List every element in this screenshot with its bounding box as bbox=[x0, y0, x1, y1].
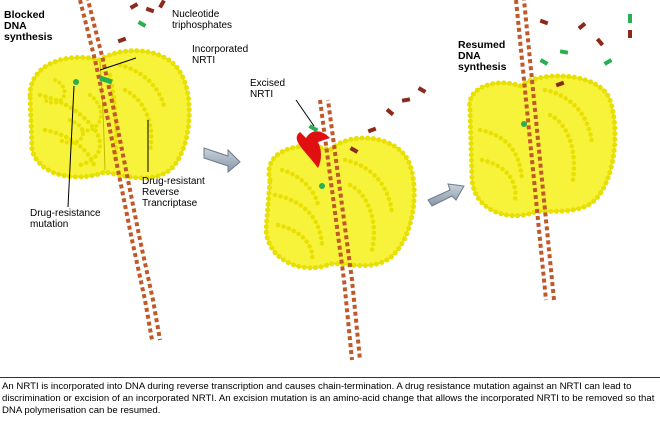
nucleotides-right bbox=[539, 14, 632, 88]
caption-text: An NRTI is incorporated into DNA during … bbox=[2, 381, 655, 416]
enzyme-blocked bbox=[27, 48, 192, 181]
incorporated-pointer bbox=[99, 57, 137, 71]
mutation-dot-2 bbox=[319, 183, 325, 189]
excised-pointer bbox=[295, 99, 315, 127]
excision-arrow bbox=[296, 131, 330, 168]
step-arrow-1 bbox=[203, 147, 241, 174]
caption-box: An NRTI is incorporated into DNA during … bbox=[0, 377, 660, 421]
mutation-dot-3 bbox=[521, 121, 527, 127]
label-drug-rt: Drug-resistant Reverse Trancriptase bbox=[142, 176, 205, 209]
label-resumed: Resumed DNA synthesis bbox=[458, 39, 507, 73]
label-mutation: Drug-resistance mutation bbox=[30, 208, 101, 230]
dna-strand-1 bbox=[78, 0, 162, 341]
mutation-pointer bbox=[67, 85, 75, 208]
enzyme-resumed bbox=[467, 73, 618, 219]
label-incorporated: Incorporated NRTI bbox=[192, 44, 249, 66]
diagram-canvas bbox=[27, 0, 632, 361]
nucleotide-triphosphates bbox=[117, 0, 166, 44]
label-nucleotide: Nucleotide triphosphates bbox=[172, 9, 233, 31]
label-excised: Excised NRTI bbox=[250, 78, 286, 100]
dna-strand-2 bbox=[318, 99, 362, 361]
mutation-dot-1 bbox=[73, 79, 79, 85]
excised-nrti-mark bbox=[308, 124, 319, 133]
step-arrow-2 bbox=[427, 183, 465, 207]
dna-strand-3 bbox=[514, 0, 556, 301]
label-blocked: Blocked DNA synthesis bbox=[4, 9, 53, 43]
nucleotides-mid bbox=[349, 86, 427, 154]
